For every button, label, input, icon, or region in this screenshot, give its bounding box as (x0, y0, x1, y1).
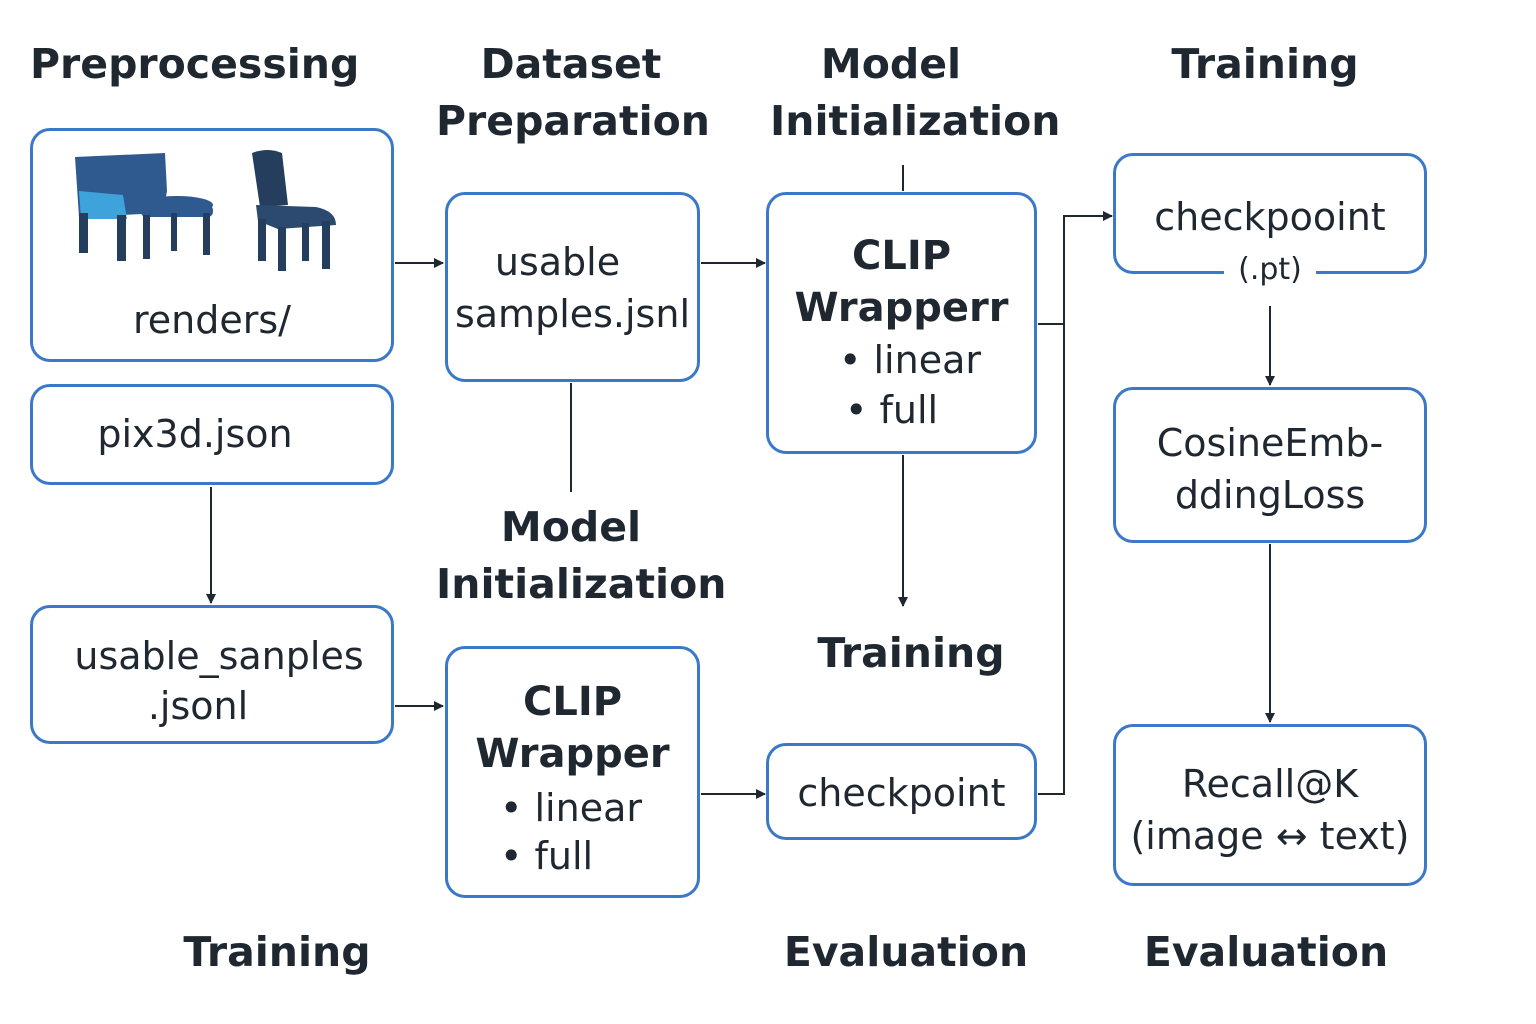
chair-render-icon (252, 150, 336, 271)
clip-title: CLIP (851, 233, 952, 279)
clip-subtitle: Wrapper (475, 731, 670, 777)
heading-line: Dataset (480, 40, 662, 88)
pix3d-box: pix3d.json (30, 384, 394, 485)
checkpoint-label: checkpooint (1154, 195, 1386, 239)
usable-samples-top-box: usable samples.jsnl (445, 192, 700, 382)
clip-option-full: • full (500, 834, 594, 878)
clip-title: CLIP (522, 679, 623, 725)
checkpoint-extension: (.pt) (1116, 252, 1424, 288)
renders-box: renders/ (30, 128, 394, 362)
heading-line: Initialization (770, 97, 1061, 145)
loss-box: CosineEmb- ddingLoss (1113, 387, 1427, 543)
recall-line2: (image ↔ text) (1130, 814, 1410, 858)
clip-option-linear: • linear (839, 338, 981, 382)
heading-model-initialization-mid: Model Initialization (436, 499, 727, 613)
checkpoint-label: checkpoint (797, 771, 1006, 815)
arrow-checkpoint-to-top (1038, 211, 1113, 795)
clip-option-linear: • linear (500, 786, 642, 830)
usable-samples-bottom-box: usable_sanples .jsonl (30, 605, 394, 744)
clip-wrapper-bottom-box: CLIP Wrapper • linear • full (445, 646, 700, 898)
loss-line2: ddingLoss (1174, 473, 1366, 517)
chair-render-icon (75, 153, 213, 261)
heading-training-top: Training (1171, 40, 1359, 88)
usable-samples-line1: usable_sanples (74, 634, 364, 678)
clip-option-full: • full (845, 388, 939, 432)
usable-samples-line2: .jsonl (147, 684, 249, 728)
clip-wrapper-top-box: CLIP Wrapperr • linear • full (766, 192, 1037, 454)
heading-line: Model (820, 40, 962, 88)
heading-training-mid: Training (817, 629, 1005, 677)
checkpoint-extension-text: (.pt) (1224, 252, 1316, 287)
heading-evaluation-mid: Evaluation (783, 928, 1029, 976)
heading-line: Preparation (436, 97, 710, 145)
checkpoint-top-box: checkpooint (.pt) (1113, 153, 1427, 287)
loss-line1: CosineEmb- (1156, 421, 1384, 465)
recall-box: Recall@K (image ↔ text) (1113, 724, 1427, 886)
heading-line: Initialization (436, 560, 727, 608)
usable-samples-line1: usable (494, 240, 621, 284)
heading-dataset-preparation: Dataset Preparation (436, 36, 710, 150)
heading-evaluation-right: Evaluation (1143, 928, 1389, 976)
heading-preprocessing: Preprocessing (30, 40, 360, 88)
heading-line: Model (500, 503, 642, 551)
pix3d-label: pix3d.json (97, 412, 293, 456)
recall-line1: Recall@K (1181, 762, 1359, 806)
renders-label: renders/ (133, 298, 291, 342)
heading-model-initialization-top: Model Initialization (770, 36, 1061, 150)
checkpoint-mid-box: checkpoint (766, 743, 1037, 840)
heading-training-bottom: Training (183, 928, 371, 976)
usable-samples-line2: samples.jsnl (454, 292, 691, 336)
clip-subtitle: Wrapperr (794, 285, 1009, 331)
